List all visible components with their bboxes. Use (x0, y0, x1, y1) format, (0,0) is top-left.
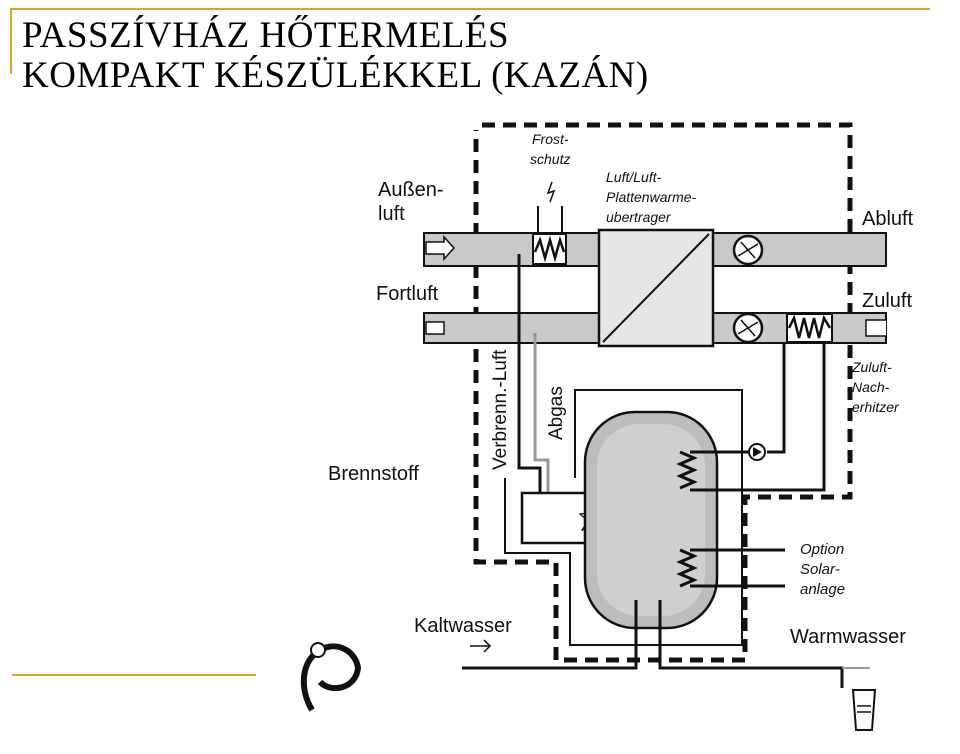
label-waermeuebertrager-2: Plattenwarme- (606, 189, 697, 205)
label-abluft: Abluft (862, 208, 914, 230)
kaltwasser-arrow-icon (470, 639, 492, 653)
electric-heater-icon (532, 181, 567, 265)
fan-icon (732, 234, 764, 266)
label-nacherhitzer-1: Zuluft- (851, 359, 892, 375)
accent-line-top (10, 8, 930, 10)
label-option-1: Option (800, 541, 844, 558)
zuluft-arrow-icon (865, 319, 886, 337)
label-waermeuebertrager-1: Luft/Luft- (606, 169, 662, 185)
label-aussenluft-1: Außen- (378, 179, 444, 201)
slide-title: PASSZÍVHÁZ HŐTERMELÉS KOMPAKT KÉSZÜLÉKKE… (22, 16, 649, 96)
label-abgas: Abgas (546, 386, 567, 440)
label-fortluft: Fortluft (376, 283, 439, 305)
label-frostschutz-2: schutz (530, 151, 570, 167)
label-option-2: Solar- (800, 561, 840, 578)
fortluft-arrow-icon (425, 321, 445, 335)
label-zuluft: Zuluft (862, 290, 912, 312)
accent-line-bottom (12, 674, 256, 676)
slide-title-line-1: PASSZÍVHÁZ HŐTERMELÉS (22, 15, 510, 56)
glass-icon (851, 689, 877, 731)
label-aussenluft-2: luft (378, 203, 405, 225)
pump-icon (748, 443, 766, 461)
label-warmwasser: Warmwasser (790, 626, 906, 648)
heating-coil-icon (676, 548, 698, 588)
accent-line-vertical (10, 8, 12, 74)
heating-coil-icon (676, 450, 698, 490)
label-frostschutz-1: Frost- (532, 131, 569, 147)
label-brennstoff: Brennstoff (328, 463, 419, 485)
label-nacherhitzer-3: erhitzer (852, 399, 900, 415)
fan-icon (732, 312, 764, 344)
label-nacherhitzer-2: Nach- (852, 379, 890, 395)
label-waermeuebertrager-3: ubertrager (606, 209, 672, 225)
faucet-icon (300, 642, 362, 712)
slide-title-line-2: KOMPAKT KÉSZÜLÉKKEL (KAZÁN) (22, 55, 649, 96)
heating-coil-icon (786, 313, 833, 343)
aussenluft-arrow-icon (425, 235, 456, 261)
label-verbrennluft: Verbrenn.-Luft (490, 349, 511, 470)
label-option-3: anlage (800, 581, 845, 598)
label-kaltwasser: Kaltwasser (414, 615, 512, 637)
